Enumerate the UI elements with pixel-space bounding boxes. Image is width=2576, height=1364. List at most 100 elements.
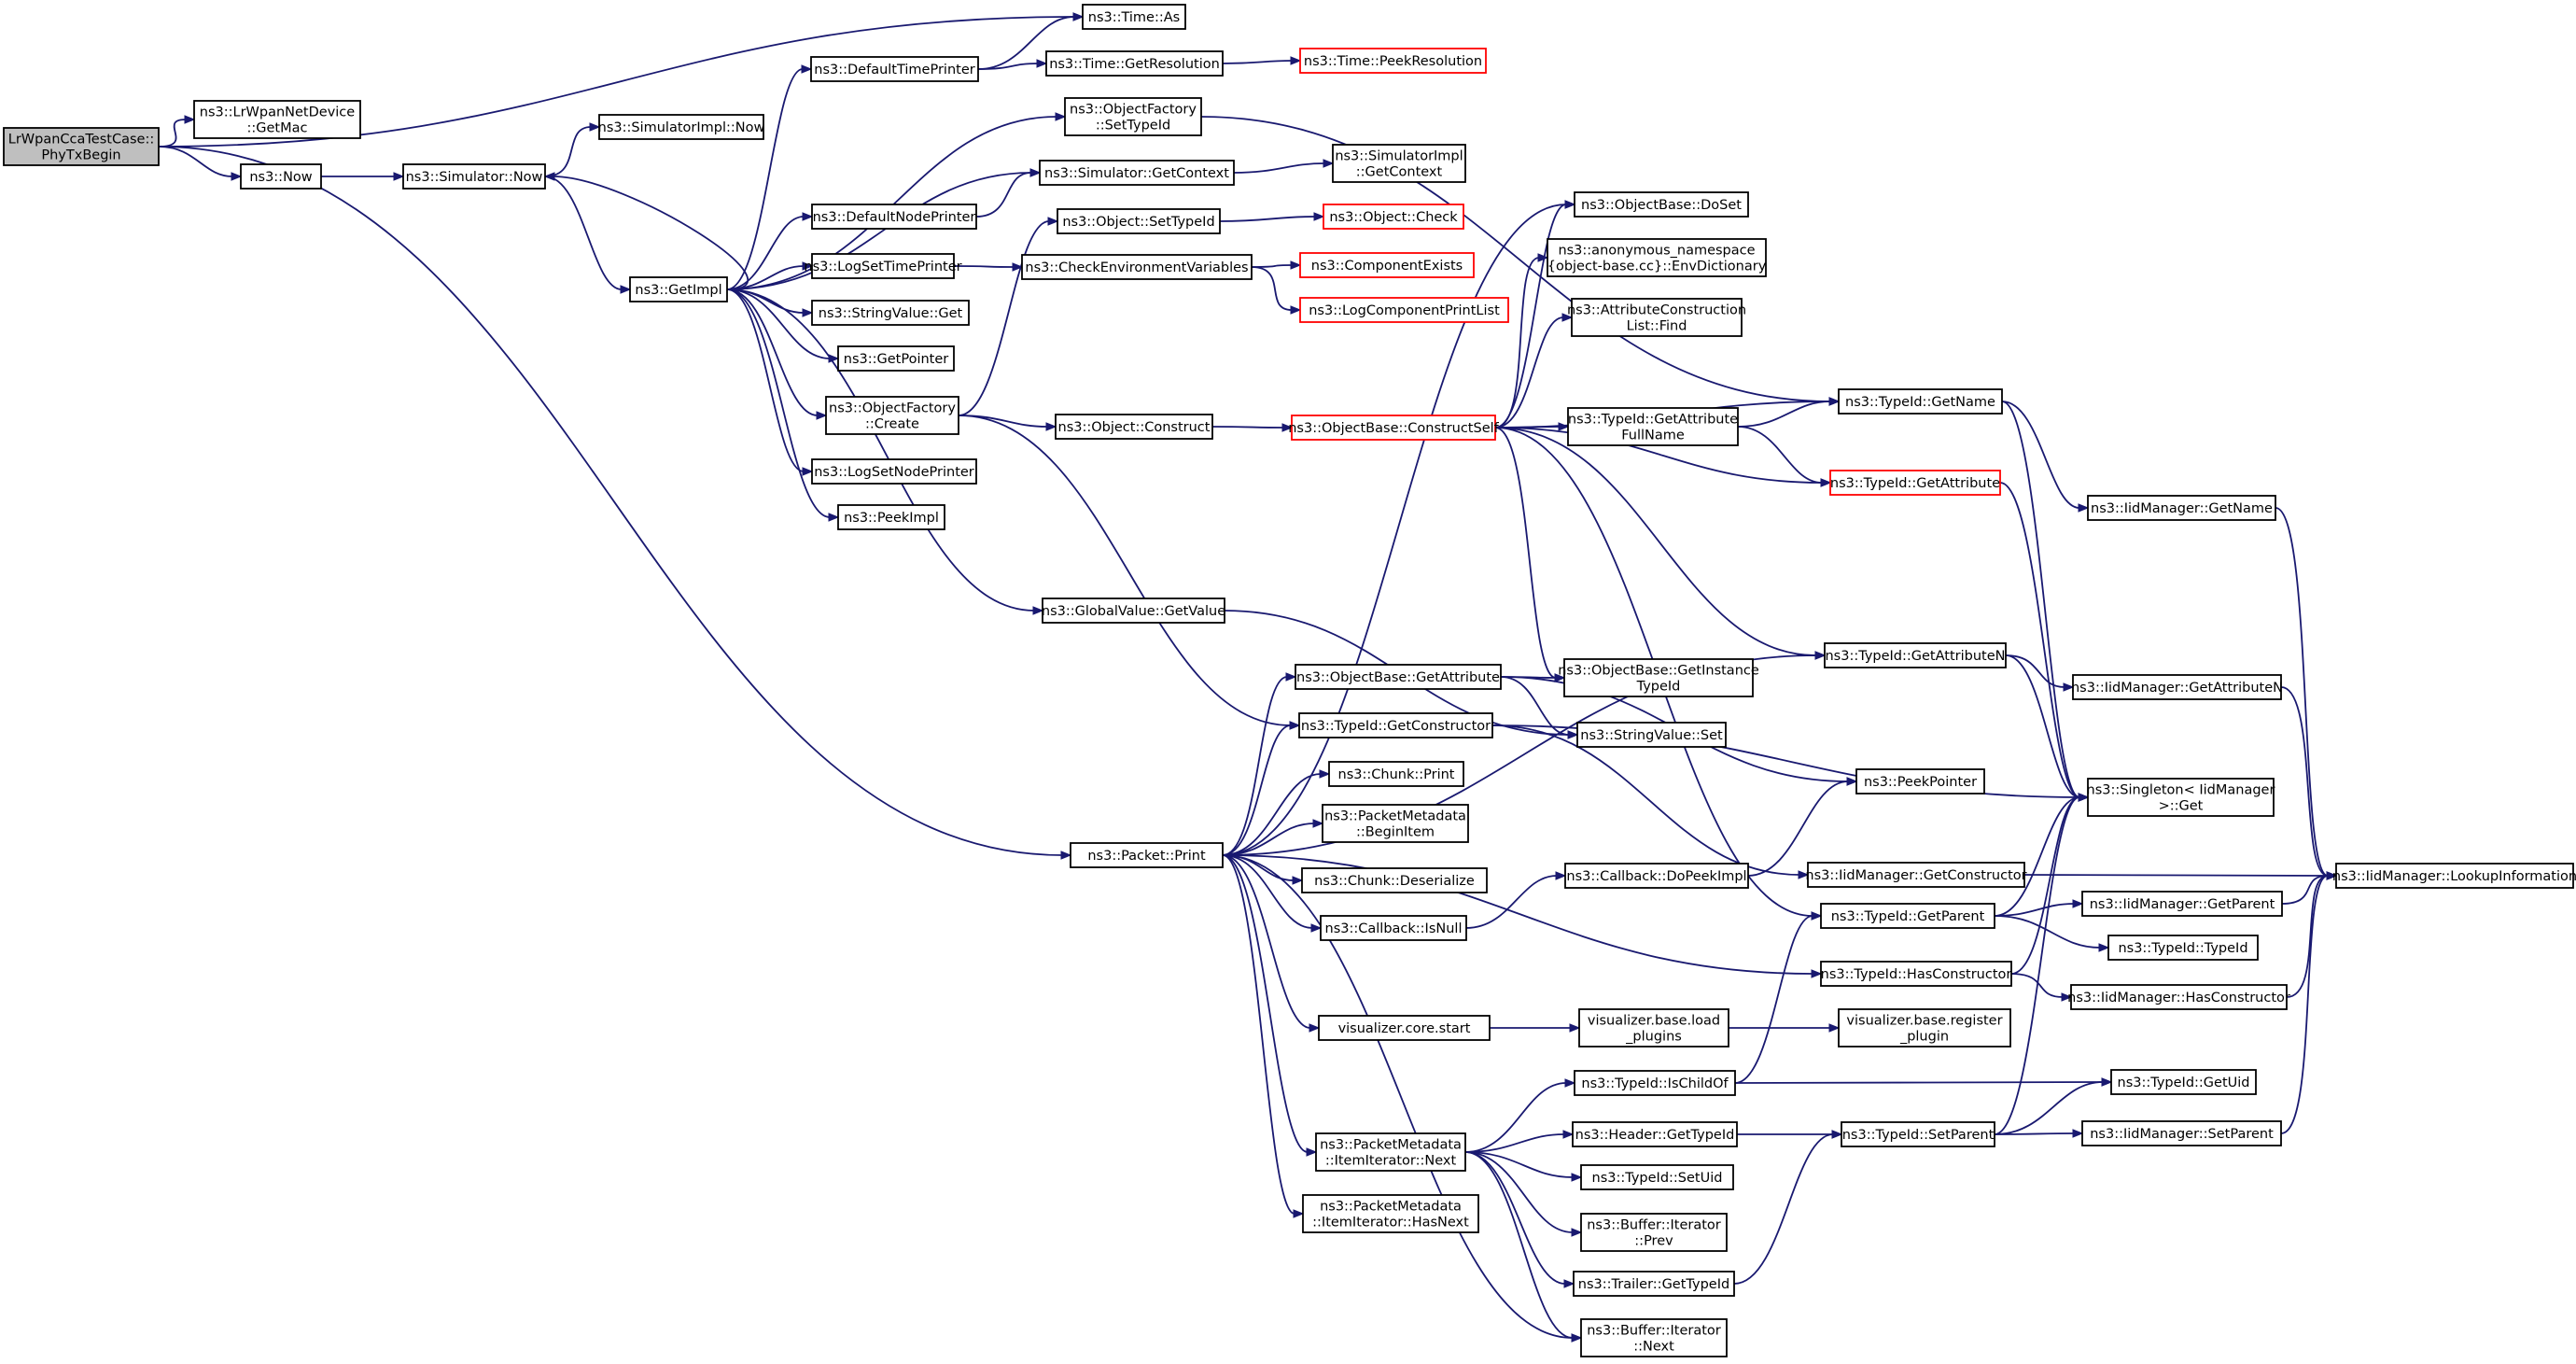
function-node-logcomponentprintlist[interactable]: ns3::LogComponentPrintList	[1299, 297, 1509, 323]
function-node-tid-getuid[interactable]: ns3::TypeId::GetUid	[2110, 1069, 2257, 1095]
function-node-iid-setparent[interactable]: ns3::IidManager::SetParent	[2081, 1120, 2282, 1146]
function-node-tid-hasconstructor[interactable]: ns3::TypeId::HasConstructor	[1820, 961, 2012, 987]
function-node-tid-typeid[interactable]: ns3::TypeId::TypeId	[2107, 935, 2259, 961]
call-edge-tid_getattributen-to-iid_getattributen	[2005, 654, 2065, 688]
function-node-iid-hasconstructor[interactable]: ns3::IidManager::HasConstructor	[2067, 984, 2290, 1010]
function-node-logsettimeprinter[interactable]: ns3::LogSetTimePrinter	[804, 253, 962, 279]
function-node-vis-register-plugin[interactable]: visualizer.base.register_plugin	[1838, 1008, 2011, 1048]
node-box	[1328, 761, 1464, 787]
function-node-tid-getconstructor[interactable]: ns3::TypeId::GetConstructor	[1298, 712, 1493, 738]
function-node-getpointer[interactable]: ns3::GetPointer	[837, 345, 955, 372]
function-node-peekpointer[interactable]: ns3::PeekPointer	[1855, 768, 1985, 794]
function-node-stringvalue-get[interactable]: ns3::StringValue::Get	[811, 300, 970, 326]
call-edge-ob_constructself-to-tid_getattribute	[1494, 427, 1823, 484]
function-node-iid-getconstructor[interactable]: ns3::IidManager::GetConstructor	[1805, 862, 2027, 888]
node-label-line: ns3::TypeId::SetParent	[1842, 1128, 1995, 1143]
node-box	[1578, 1008, 1729, 1048]
function-node-pm-itemiter-next[interactable]: ns3::PacketMetadata::ItemIterator::Next	[1315, 1132, 1466, 1172]
function-node-stringvalue-set[interactable]: ns3::StringValue::Set	[1576, 722, 1727, 748]
arrowhead-icon	[802, 212, 814, 221]
arrowhead-icon	[1563, 1279, 1575, 1288]
function-node-logsetnodeprinter[interactable]: ns3::LogSetNodePrinter	[811, 458, 977, 485]
call-edge-packet_print-to-pm_beginitem	[1222, 823, 1315, 856]
node-box	[1855, 768, 1985, 794]
function-node-trailer-gettypeid[interactable]: ns3::Trailer::GetTypeId	[1573, 1271, 1735, 1297]
function-node-singleton-get[interactable]: ns3::Singleton< IidManager>::Get	[2087, 778, 2275, 817]
function-node-object-check[interactable]: ns3::Object::Check	[1323, 204, 1464, 230]
function-node-buffer-prev[interactable]: ns3::Buffer::Iterator::Prev	[1580, 1213, 1728, 1252]
function-node-tid-getattribute[interactable]: ns3::TypeId::GetAttribute	[1829, 470, 2001, 496]
function-node-iid-getattributen[interactable]: ns3::IidManager::GetAttributeN	[2071, 674, 2283, 700]
arrowhead-icon	[1290, 260, 1302, 270]
call-edge-pm_itemiter_next-to-header_gettypeid	[1464, 1133, 1565, 1153]
function-node-time-as[interactable]: ns3::Time::As	[1082, 4, 1186, 30]
arrowhead-icon	[1846, 777, 1858, 786]
function-node-object-settypeid[interactable]: ns3::Object::SetTypeId	[1057, 208, 1221, 234]
function-node-gv-getvalue[interactable]: ns3::GlobalValue::GetValue	[1042, 598, 1225, 624]
function-node-ob-constructself[interactable]: ns3::ObjectBase::ConstructSelf	[1288, 415, 1500, 441]
function-node-tid-getname[interactable]: ns3::TypeId::GetName	[1838, 388, 2003, 415]
function-node-ob-doset[interactable]: ns3::ObjectBase::DoSet	[1574, 191, 1749, 218]
node-label-line: ns3::Buffer::Iterator	[1587, 1324, 1721, 1339]
call-edge-object_construct-to-ob_constructself	[1211, 426, 1284, 429]
node-box	[1574, 191, 1749, 218]
call-edge-packet_print-to-tid_getconstructor	[1222, 724, 1292, 856]
function-node-checkenv[interactable]: ns3::CheckEnvironmentVariables	[1021, 254, 1253, 280]
node-label-line: LrWpanCcaTestCase::	[8, 133, 154, 148]
arrowhead-icon	[1537, 253, 1549, 262]
function-node-sim-now[interactable]: ns3::Simulator::Now	[402, 163, 546, 190]
call-edge-tid_getname-to-iid_getname	[2001, 401, 2080, 509]
function-node-of-settypeid[interactable]: ns3::ObjectFactory::SetTypeId	[1064, 97, 1202, 136]
call-edge-getimpl-to-gv_getvalue	[726, 288, 1035, 612]
function-node-of-create[interactable]: ns3::ObjectFactory::Create	[825, 396, 959, 435]
function-node-default-time-printer[interactable]: ns3::DefaultTimePrinter	[810, 56, 979, 82]
function-node-iid-getname[interactable]: ns3::IidManager::GetName	[2087, 495, 2276, 521]
function-node-object-construct[interactable]: ns3::Object::Construct	[1055, 414, 1213, 440]
function-node-time-getres[interactable]: ns3::Time::GetResolution	[1045, 50, 1224, 77]
function-node-sim-getcontext[interactable]: ns3::Simulator::GetContext	[1039, 160, 1235, 186]
call-edge-tid_setparent-to-iid_setparent	[1994, 1132, 2075, 1135]
function-node-ob-getattribute[interactable]: ns3::ObjectBase::GetAttribute	[1295, 664, 1502, 690]
function-node-cb-isnull[interactable]: ns3::Callback::IsNull	[1320, 915, 1467, 941]
node-label-line: ns3::ObjectBase::GetInstance	[1558, 664, 1759, 679]
function-node-tid-setparent[interactable]: ns3::TypeId::SetParent	[1841, 1121, 1995, 1147]
function-node-pm-beginitem[interactable]: ns3::PacketMetadata::BeginItem	[1322, 804, 1469, 843]
function-node-vis-core-start[interactable]: visualizer.core.start	[1318, 1015, 1491, 1041]
function-node-iid-getparent[interactable]: ns3::IidManager::GetParent	[2081, 891, 2283, 917]
function-node-tid-ischildof[interactable]: ns3::TypeId::IsChildOf	[1574, 1070, 1736, 1096]
arrowhead-icon	[1562, 1130, 1575, 1139]
function-node-now[interactable]: ns3::Now	[240, 163, 322, 190]
arrowhead-icon	[589, 122, 601, 132]
function-node-chunk-print[interactable]: ns3::Chunk::Print	[1328, 761, 1464, 787]
function-node-packet-print[interactable]: ns3::Packet::Print	[1070, 842, 1224, 868]
function-node-tid-setuid[interactable]: ns3::TypeId::SetUid	[1580, 1164, 1734, 1190]
function-node-chunk-deserialize[interactable]: ns3::Chunk::Deserialize	[1301, 867, 1488, 893]
function-node-root[interactable]: LrWpanCcaTestCase::PhyTxBegin	[3, 127, 160, 166]
function-node-time-peekres[interactable]: ns3::Time::PeekResolution	[1299, 48, 1487, 74]
node-label-line: ns3::LogSetNodePrinter	[814, 465, 974, 480]
node-label-line: ns3::Callback::IsNull	[1325, 921, 1463, 936]
function-node-iid-lookupinfo[interactable]: ns3::IidManager::LookupInformation	[2332, 863, 2576, 889]
function-nodes: LrWpanCcaTestCase::PhyTxBegin ns3::Time::…	[3, 4, 2576, 1357]
arrowhead-icon	[1564, 1078, 1576, 1088]
function-node-getimpl[interactable]: ns3::GetImpl	[629, 276, 728, 302]
function-node-component-exists[interactable]: ns3::ComponentExists	[1299, 252, 1475, 278]
function-node-envdict[interactable]: ns3::anonymous_namespace{object-base.cc}…	[1547, 238, 1767, 277]
function-node-header-gettypeid[interactable]: ns3::Header::GetTypeId	[1572, 1121, 1738, 1147]
function-node-getmac[interactable]: ns3::LrWpanNetDevice::GetMac	[193, 100, 361, 139]
function-node-vis-load-plugins[interactable]: visualizer.base.load_plugins	[1578, 1008, 1729, 1048]
function-node-tid-getattributen[interactable]: ns3::TypeId::GetAttributeN	[1824, 642, 2007, 668]
node-box	[1841, 1121, 1995, 1147]
function-node-pm-itemiter-hasnext[interactable]: ns3::PacketMetadata::ItemIterator::HasNe…	[1302, 1194, 1479, 1233]
function-node-peekimpl[interactable]: ns3::PeekImpl	[837, 504, 945, 530]
function-node-buffer-next[interactable]: ns3::Buffer::Iterator::Next	[1580, 1318, 1728, 1357]
function-node-cb-dopeekimpl[interactable]: ns3::Callback::DoPeekImpl	[1564, 863, 1749, 889]
function-node-default-node-printer[interactable]: ns3::DefaultNodePrinter	[811, 204, 977, 230]
function-node-simimpl-getcontext[interactable]: ns3::SimulatorImpl::GetContext	[1332, 144, 1466, 183]
function-node-simimpl-now[interactable]: ns3::SimulatorImpl::Now	[598, 114, 765, 140]
function-node-tid-getparent[interactable]: ns3::TypeId::GetParent	[1820, 903, 1995, 929]
arrowhead-icon	[2101, 1077, 2113, 1087]
